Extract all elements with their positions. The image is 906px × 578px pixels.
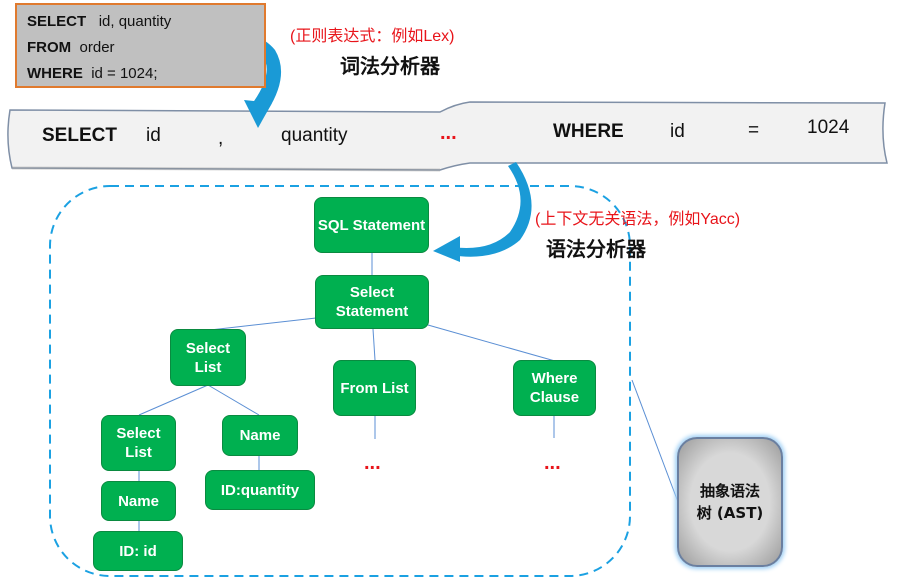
ast-label-line1: 抽象语法 — [699, 482, 760, 500]
token-1024: 1024 — [807, 117, 850, 138]
node-id-quantity: ID:quantity — [205, 470, 315, 510]
lexer-title: 词法分析器 — [340, 54, 440, 78]
node-sql-statement: SQL Statement — [314, 197, 429, 253]
parser-title: 语法分析器 — [546, 237, 646, 261]
lexer-note: (正则表达式：例如Lex) — [290, 28, 455, 45]
token-id-2: id — [670, 121, 685, 142]
node-name-quantity: Name — [222, 415, 298, 456]
ellipsis-from: ... — [364, 452, 381, 474]
token-ellipsis: ... — [440, 122, 457, 144]
token-comma: , — [218, 128, 224, 149]
token-equals: = — [748, 120, 760, 141]
node-select-list-child: Select List — [101, 415, 176, 471]
tree-edges — [138, 253, 679, 531]
parser-region-border — [49, 185, 631, 577]
sql-source-box: SELECT id, quantity FROM order WHERE id … — [15, 3, 266, 88]
node-where-clause: Where Clause — [513, 360, 596, 416]
token-id: id — [146, 125, 161, 146]
node-from-list: From List — [333, 360, 416, 416]
node-id-id: ID: id — [93, 531, 183, 571]
node-select-list: Select List — [170, 329, 246, 386]
token-select: SELECT — [42, 125, 117, 146]
ast-label-line2: 树 (AST) — [696, 504, 764, 522]
parser-arrow — [450, 162, 532, 257]
parser-note: (上下文无关语法，例如Yacc) — [535, 211, 741, 228]
token-tape — [7, 101, 888, 171]
ast-label-box: 抽象语法 树 (AST) — [677, 437, 783, 567]
node-select-statement: Select Statement — [315, 275, 429, 329]
sql-line-where: WHERE id = 1024; — [27, 65, 158, 82]
token-where: WHERE — [553, 121, 624, 142]
sql-line-select: SELECT id, quantity — [27, 13, 172, 30]
sql-line-from: FROM order — [27, 39, 115, 56]
node-name-id: Name — [101, 481, 176, 521]
ellipsis-where: ... — [544, 452, 561, 474]
token-quantity: quantity — [281, 125, 348, 146]
